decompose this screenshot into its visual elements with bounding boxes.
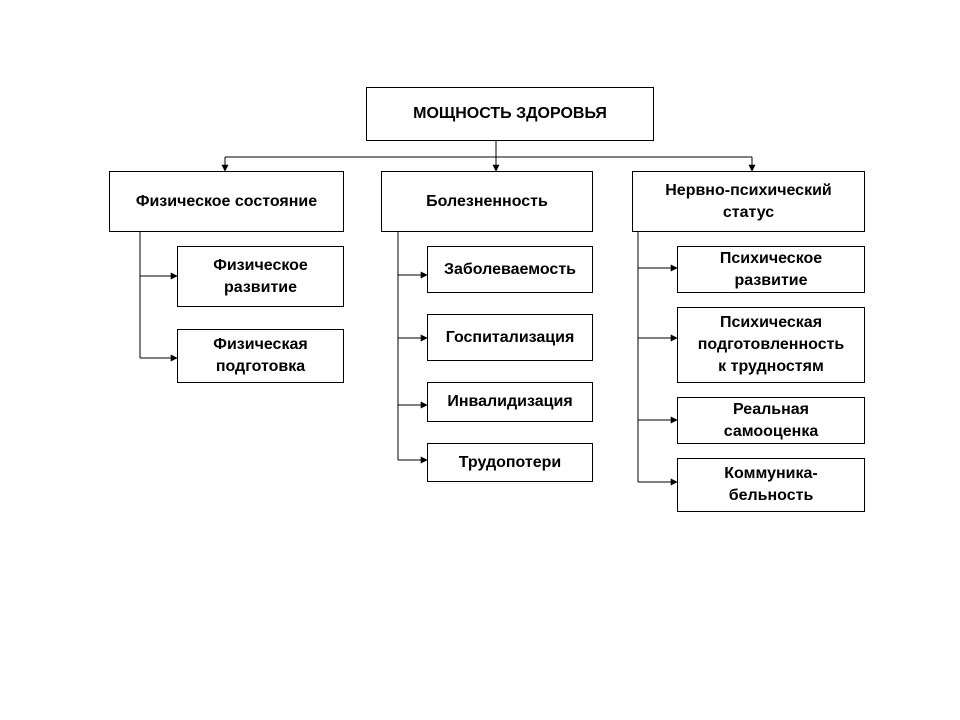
node-incidence: Заболеваемость xyxy=(427,246,593,293)
node-disability: Инвалидизация xyxy=(427,382,593,422)
node-mental-development: Психическое развитие xyxy=(677,246,865,293)
node-communicability: Коммуника- бельность xyxy=(677,458,865,512)
branch-morbidity: Болезненность xyxy=(381,171,593,232)
node-physical-training: Физическая подготовка xyxy=(177,329,344,383)
node-physical-development: Физическое развитие xyxy=(177,246,344,307)
node-hospitalization: Госпитализация xyxy=(427,314,593,361)
node-real-self-esteem: Реальная самооценка xyxy=(677,397,865,444)
node-mental-preparedness: Психическая подготовленность к трудностя… xyxy=(677,307,865,383)
branch-neuropsychic-status: Нервно-психический статус xyxy=(632,171,865,232)
root-node: МОЩНОСТЬ ЗДОРОВЬЯ xyxy=(366,87,654,141)
branch-physical-state: Физическое состояние xyxy=(109,171,344,232)
node-work-loss: Трудопотери xyxy=(427,443,593,482)
